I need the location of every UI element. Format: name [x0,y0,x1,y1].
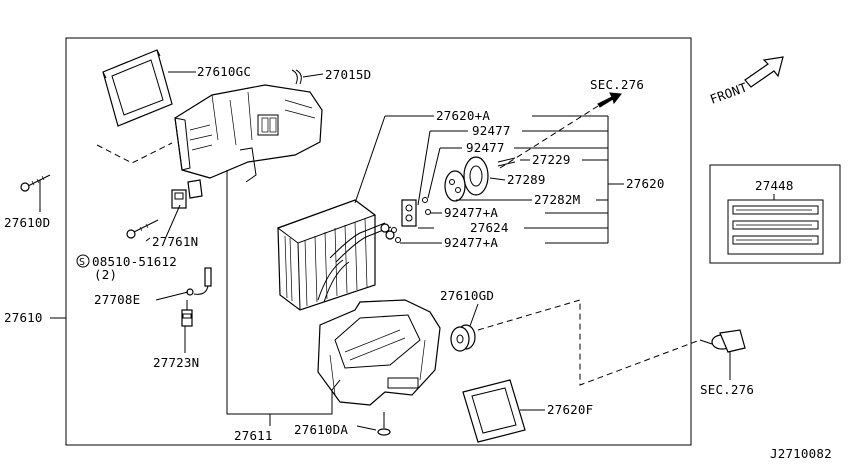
expansion-valve-illustration [391,197,431,243]
leader-lines [39,71,731,431]
label-sec276-lower: SEC.276 [700,382,754,397]
label-27610: 27610 [4,310,43,325]
label-27229: 27229 [532,152,571,167]
label-92477A-c: 92477+A [444,205,498,220]
evaporator-illustration [276,199,395,311]
label-27620: 27620 [626,176,665,191]
part-27448-illustration [727,194,824,255]
part-27015D-illustration [291,69,302,85]
label-27708E: 27708E [94,292,140,307]
label-92477-a: 92477 [472,123,511,138]
inset-frame [709,164,841,264]
label-27611: 27611 [234,428,273,443]
part-27610GD-illustration [450,324,476,352]
front-arrow-icon [744,56,784,88]
grommet-illustration [444,156,516,202]
diagram-reference-code: J2710082 [770,446,832,461]
label-27282M: 27282M [534,192,580,207]
label-08510-51612: 08510-51612 [92,254,177,269]
label-27620F: 27620F [547,402,593,417]
label-27624: 27624 [470,220,509,235]
screw-27610DA-illustration [377,412,391,436]
label-27289: 27289 [507,172,546,187]
label-92477A-d: 92477+A [444,235,498,250]
label-27620A: 27620+A [436,108,490,123]
s-mark-circle [76,254,90,268]
part-27620F-illustration [462,379,526,443]
part-27723N-illustration [181,300,193,327]
sec276-part-illustration [699,329,746,353]
label-27448: 27448 [755,178,794,193]
sec276-arrow-icon [597,92,622,108]
dashed-connections [477,105,701,386]
lower-case-illustration [317,299,441,406]
part-27610GC-illustration [102,49,173,127]
label-27610GC: 27610GC [197,64,251,79]
label-27610GD: 27610GD [440,288,494,303]
screw-27610D-illustration [20,174,51,192]
part-27708E-illustration [186,267,212,296]
label-s-mark: S [79,257,85,268]
screw-08510-illustration [126,219,159,239]
label-27610D: 27610D [4,215,50,230]
main-frame [65,37,692,446]
label-27015D: 27015D [325,67,371,82]
label-27610DA: 27610DA [294,422,348,437]
label-08510-qty: (2) [94,267,117,282]
label-front: FRONT [708,79,750,106]
label-27723N: 27723N [153,355,199,370]
upper-case-illustration [174,84,323,183]
label-92477-b: 92477 [466,140,505,155]
label-sec276-upper: SEC.276 [590,77,644,92]
label-27761N: 27761N [152,234,198,249]
part-27761N-illustration [171,179,203,209]
